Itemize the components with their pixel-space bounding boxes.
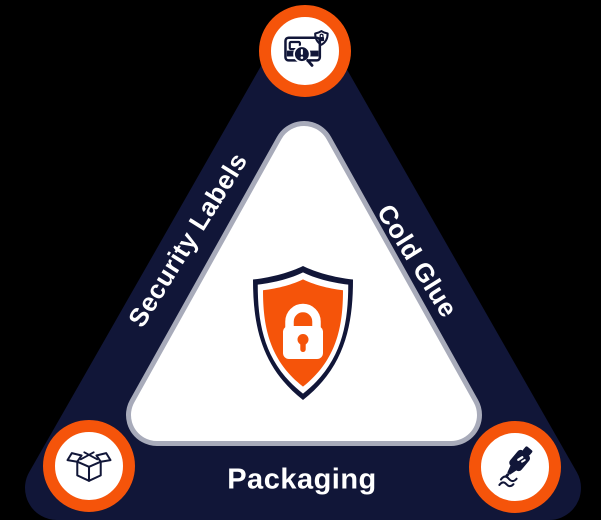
mini-shield: [314, 30, 329, 46]
glue-squiggle: [498, 481, 515, 488]
label-packaging: Packaging: [227, 463, 377, 496]
top-corner-badge: [259, 5, 351, 97]
padlock-keyhole: [297, 334, 309, 345]
security-label-inspection-icon: [284, 30, 329, 67]
bottom-left-corner-badge: [43, 420, 135, 512]
glue-squiggle: [499, 475, 518, 483]
padlock-keyhole-stem: [300, 341, 306, 352]
open-packaging-box-icon: [66, 451, 112, 482]
bottom-right-corner-badge: [469, 421, 561, 513]
glue-bottle-icon: [498, 446, 533, 488]
shield-padlock-icon: [253, 266, 353, 400]
padlock-shackle: [285, 303, 321, 329]
magnifier-handle: [306, 58, 314, 67]
